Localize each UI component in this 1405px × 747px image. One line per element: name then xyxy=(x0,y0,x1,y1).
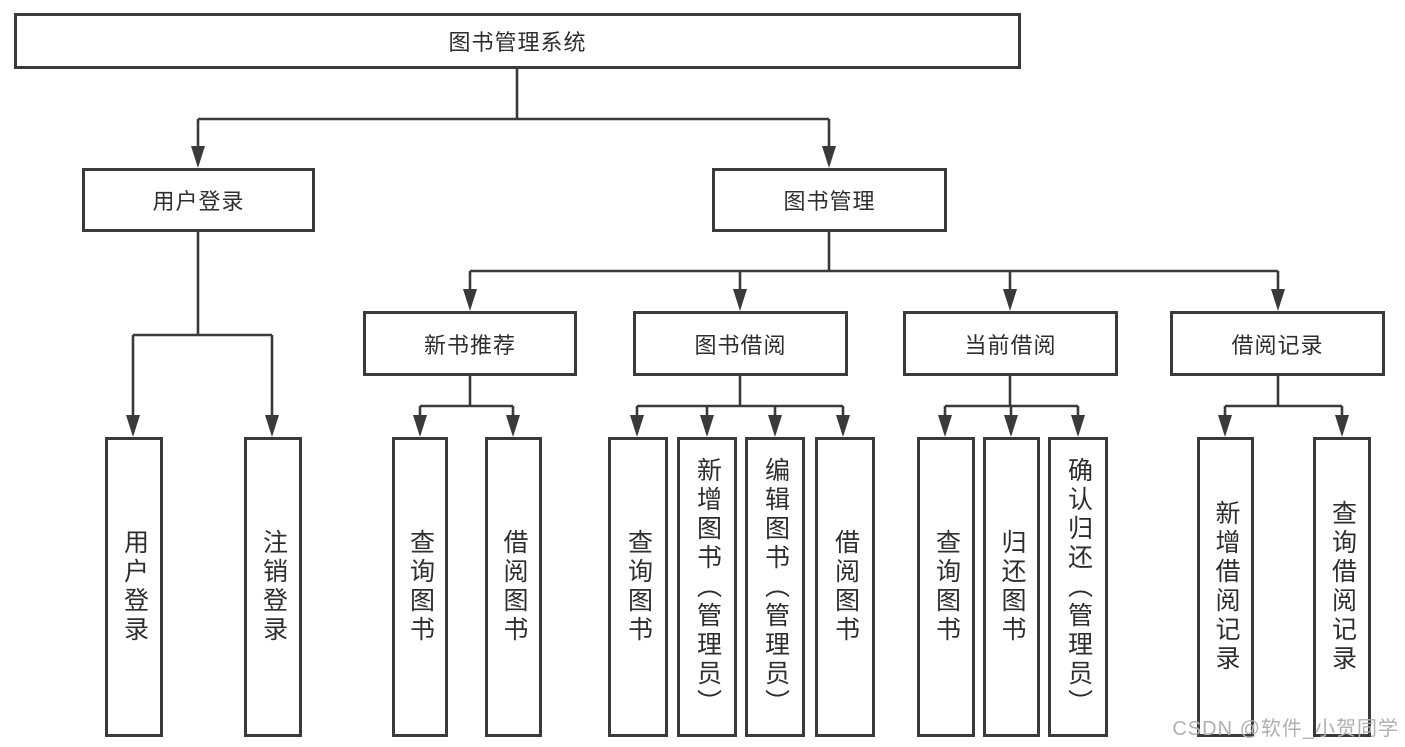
leaf-records-query-record: 查询借阅记录 xyxy=(1313,437,1371,737)
leaf-records-add-record: 新增借阅记录 xyxy=(1197,437,1254,737)
leaf-borrow-query-books: 查询图书 xyxy=(608,437,668,737)
node-book-management: 图书管理 xyxy=(712,168,947,232)
leaf-borrow-add-books-admin: 新增图书（管理员） xyxy=(677,437,737,737)
leaf-borrow-edit-books-admin: 编辑图书（管理员） xyxy=(745,437,805,737)
leaf-newrec-borrow-books: 借阅图书 xyxy=(485,437,542,737)
node-root: 图书管理系统 xyxy=(14,13,1021,69)
connector-level1 xyxy=(191,69,836,168)
watermark: CSDN @软件_小贺同学 xyxy=(1172,718,1399,740)
connector-book-management-branch xyxy=(463,232,1285,311)
leaf-current-confirm-return-admin: 确认归还（管理员） xyxy=(1048,437,1108,737)
leaf-current-return-books: 归还图书 xyxy=(983,437,1040,737)
leaf-logout: 注销登录 xyxy=(244,437,302,737)
node-user-login: 用户登录 xyxy=(82,168,315,232)
leaf-current-query-books: 查询图书 xyxy=(917,437,975,737)
node-current-borrow: 当前借阅 xyxy=(903,311,1118,376)
node-borrow-records: 借阅记录 xyxy=(1170,311,1385,376)
connector-current-borrow-branch xyxy=(938,376,1085,437)
node-book-borrow: 图书借阅 xyxy=(633,311,848,376)
leaf-newrec-query-books: 查询图书 xyxy=(392,437,448,737)
connector-book-borrow-branch xyxy=(630,376,850,437)
leaf-borrow-borrow-books: 借阅图书 xyxy=(815,437,875,737)
node-new-book-recommend: 新书推荐 xyxy=(363,311,577,376)
connector-user-login-branch xyxy=(126,232,279,437)
connector-borrow-records-branch xyxy=(1218,376,1349,437)
connector-new-book-branch xyxy=(413,376,520,437)
leaf-user-login: 用户登录 xyxy=(105,437,163,737)
